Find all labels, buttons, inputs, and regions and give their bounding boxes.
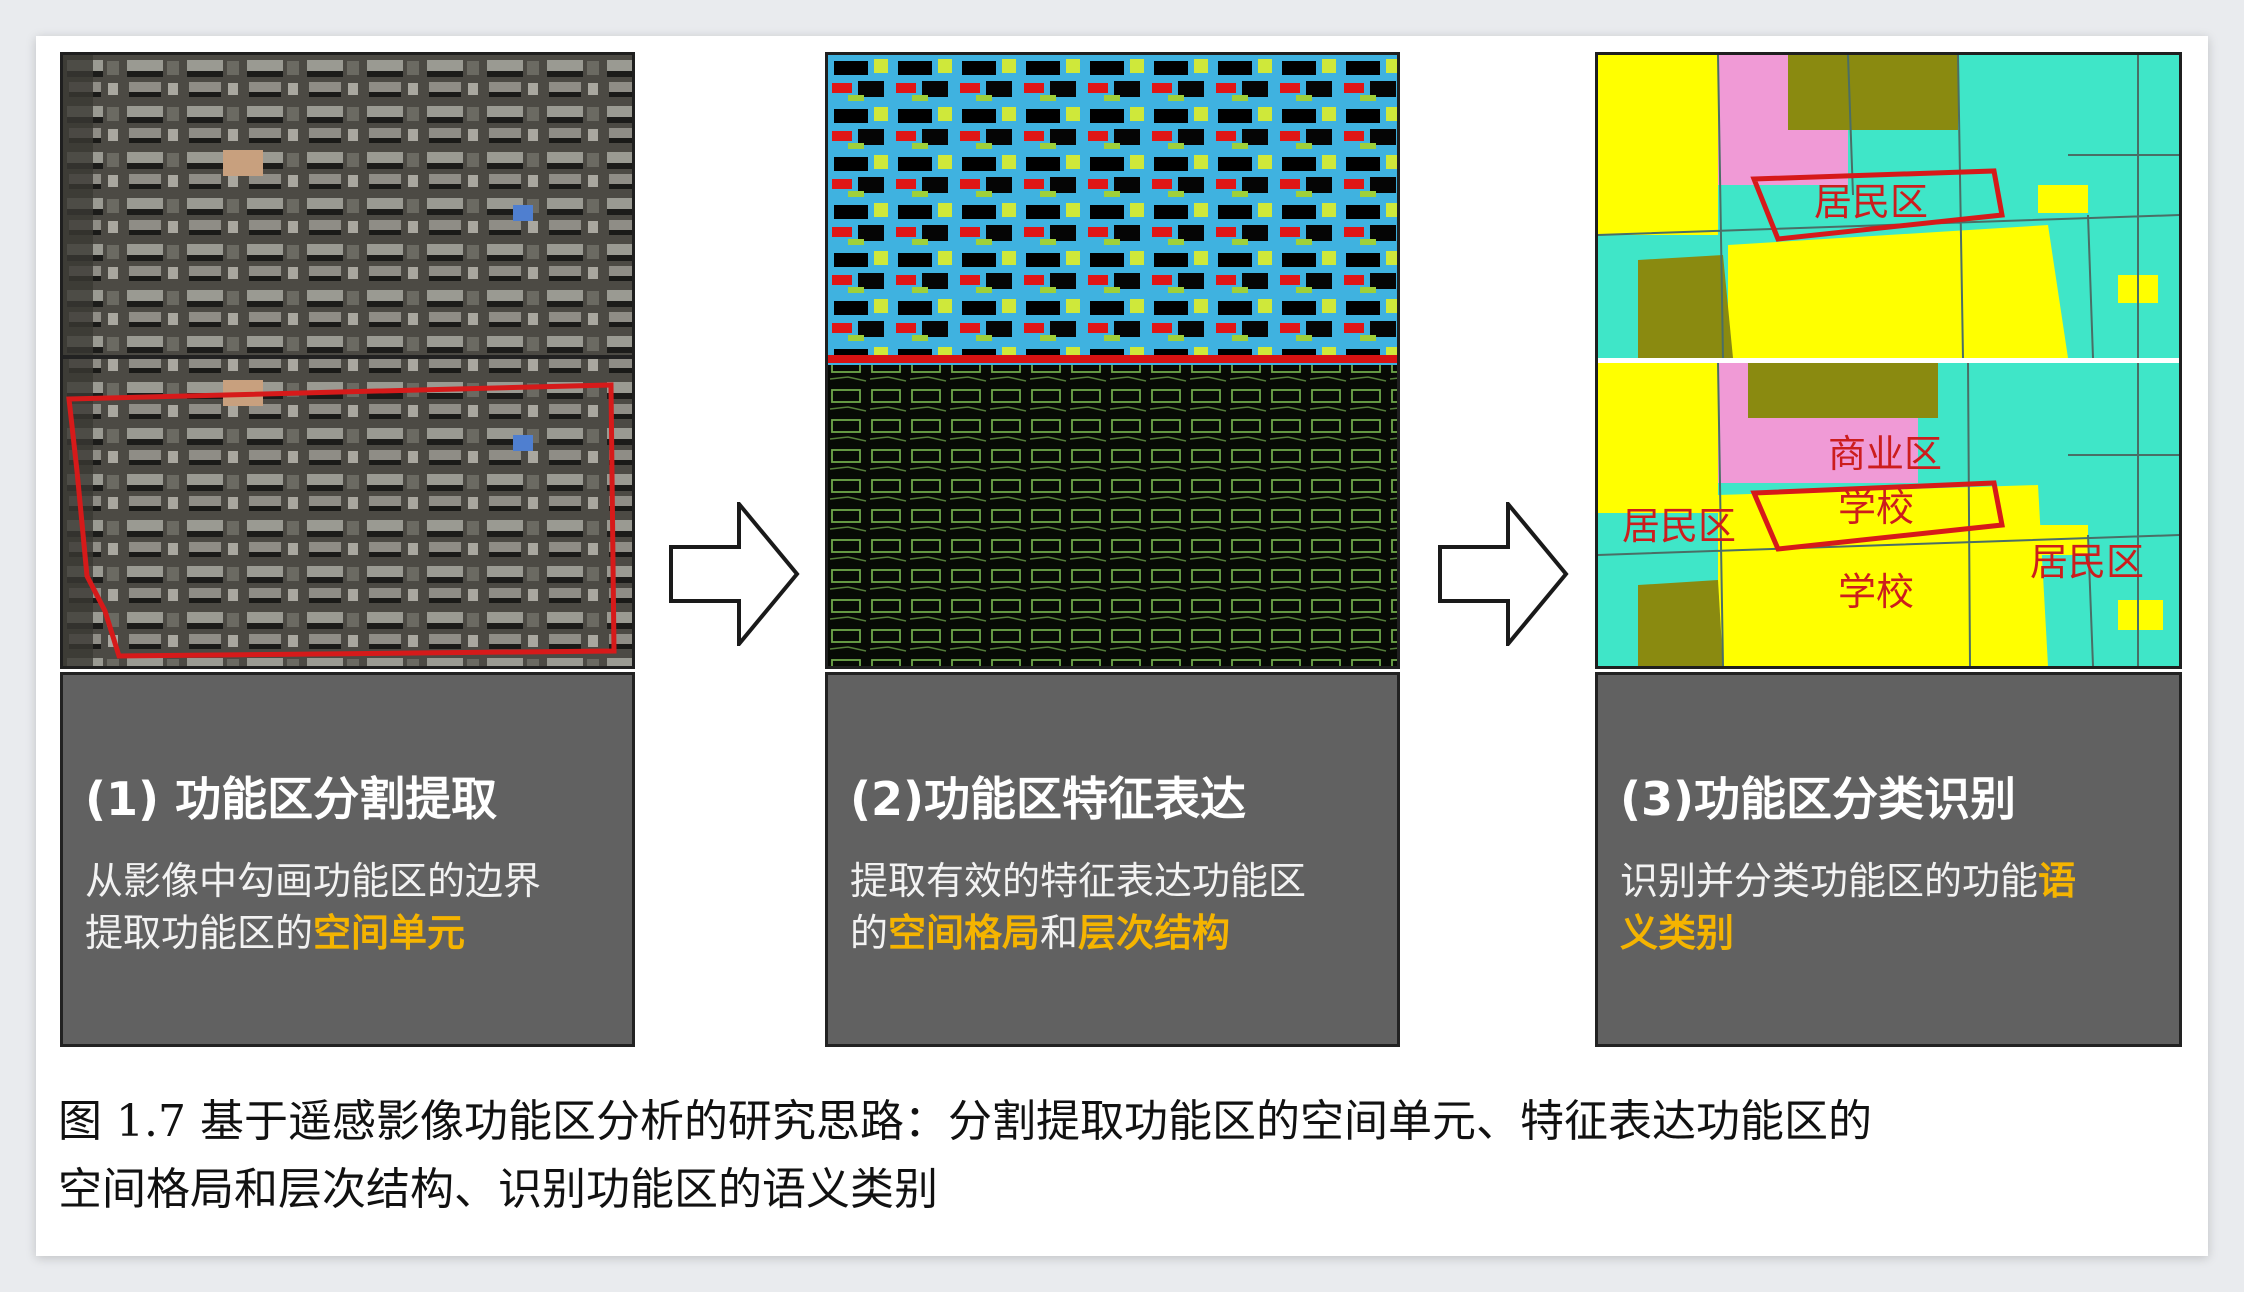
- classification-map: 居民区 商业区 居民区 学校 学校 居民区: [1598, 55, 2179, 666]
- panel-1-desc-line1: 从影像中勾画功能区的边界: [85, 859, 542, 903]
- panel-2-desc-line1: 提取有效的特征表达功能区: [850, 859, 1307, 903]
- panel-2-desc-line2: 的空间格局和层次结构: [850, 907, 1390, 959]
- feature-map-panel: [825, 52, 1400, 669]
- satellite-image: [63, 55, 632, 666]
- caption-box-1: (1) 功能区分割提取 从影像中勾画功能区的边界 提取功能区的空间单元: [60, 672, 635, 1047]
- panel-2-desc: 提取有效的特征表达功能区 的空间格局和层次结构: [850, 855, 1390, 959]
- panel-2-desc-text: 的: [850, 911, 889, 955]
- school-outline: [1750, 480, 2005, 552]
- panel-3-desc-text: 识别并分类功能区的功能: [1620, 859, 2039, 903]
- panel-3-title: (3)功能区分类识别: [1620, 772, 2017, 826]
- panel-2-highlight-2: 层次结构: [1078, 911, 1231, 955]
- figure-caption-line1: 图 1.7 基于遥感影像功能区分析的研究思路：分割提取功能区的空间单元、特征表达…: [58, 1096, 1872, 1147]
- panel-2-title: (2)功能区特征表达: [850, 772, 1247, 826]
- map-label-residential-right: 居民区: [2030, 540, 2144, 584]
- figure-caption: 图 1.7 基于遥感影像功能区分析的研究思路：分割提取功能区的空间单元、特征表达…: [58, 1088, 2188, 1224]
- panel-1-highlight: 空间单元: [313, 911, 466, 955]
- classification-map-panel: 居民区 商业区 居民区 学校 学校 居民区: [1595, 52, 2182, 669]
- right-arrow-icon: [1438, 502, 1569, 646]
- figure-card: (1) 功能区分割提取 从影像中勾画功能区的边界 提取功能区的空间单元: [36, 36, 2208, 1256]
- panel-1-desc-text: 提取功能区的: [85, 911, 314, 955]
- panel-3-highlight-1: 语: [2038, 859, 2077, 903]
- figure-caption-line2: 空间格局和层次结构、识别功能区的语义类别: [58, 1164, 938, 1215]
- map-label-school-inner: 学校: [1838, 486, 1914, 530]
- panel-1-desc: 从影像中勾画功能区的边界 提取功能区的空间单元: [85, 855, 625, 959]
- panel-3-desc: 识别并分类功能区的功能语 义类别: [1620, 855, 2160, 959]
- panel-2-desc-mid: 和: [1040, 911, 1079, 955]
- panel-1-desc-line2: 提取功能区的空间单元: [85, 907, 625, 959]
- feature-map-image: [828, 55, 1397, 666]
- caption-box-2: (2)功能区特征表达 提取有效的特征表达功能区 的空间格局和层次结构: [825, 672, 1400, 1047]
- caption-box-3: (3)功能区分类识别 识别并分类功能区的功能语 义类别: [1595, 672, 2182, 1047]
- map-label-school-lower: 学校: [1838, 570, 1914, 614]
- map-label-residential-left: 居民区: [1622, 504, 1736, 548]
- panel-1-title: (1) 功能区分割提取: [85, 772, 498, 826]
- panel-3-highlight-2: 义类别: [1620, 911, 1735, 955]
- residential-outline: [1750, 168, 2005, 242]
- right-arrow-icon: [669, 502, 800, 646]
- map-label-residential-top: 居民区: [1814, 180, 1928, 224]
- panel-3-desc-line2: 义类别: [1620, 907, 2160, 959]
- panel-3-desc-line1: 识别并分类功能区的功能语: [1620, 855, 2160, 907]
- panel-2-highlight-1: 空间格局: [888, 911, 1041, 955]
- satellite-image-panel: [60, 52, 635, 669]
- boundary-outline: [66, 382, 617, 659]
- map-label-commercial: 商业区: [1828, 432, 1942, 476]
